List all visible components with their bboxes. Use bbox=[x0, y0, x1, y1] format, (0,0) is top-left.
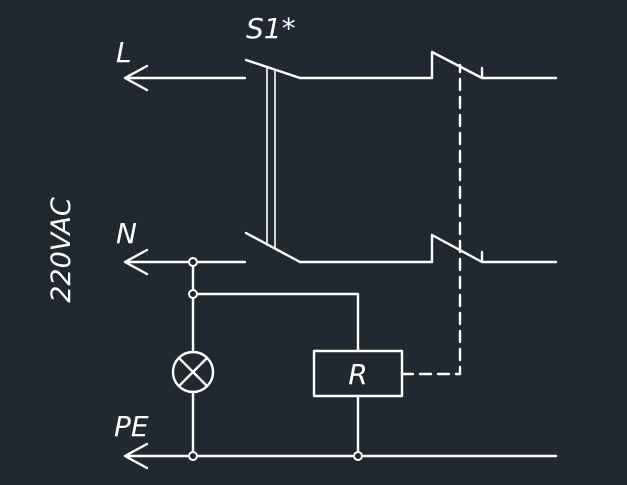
lamp-cross-circle-icon bbox=[171, 350, 215, 394]
relay-coupling-dashed bbox=[400, 63, 462, 376]
switch-s1-linkage bbox=[266, 66, 276, 250]
junction-dot-icon bbox=[188, 289, 198, 299]
line-n-conductor bbox=[123, 231, 558, 276]
arrow-left-icon bbox=[123, 248, 247, 276]
line-l-conductor bbox=[123, 50, 558, 92]
rcd-contact-l bbox=[430, 50, 558, 80]
switch-s1-pole-l-blade bbox=[244, 58, 302, 80]
label-neutral-n: N bbox=[116, 217, 137, 250]
label-switch-s1: S1* bbox=[246, 12, 296, 45]
arrow-left-icon bbox=[123, 64, 247, 92]
switch-s1-pole-n-blade bbox=[244, 231, 302, 264]
rcd-contact-n bbox=[430, 233, 558, 264]
label-relay-r: R bbox=[348, 358, 367, 391]
junction-dot-icon bbox=[353, 451, 363, 461]
label-line-l: L bbox=[116, 36, 132, 69]
label-earth-pe: PE bbox=[114, 410, 149, 443]
junction-dot-icon bbox=[188, 257, 198, 267]
junction-dot-icon bbox=[188, 451, 198, 461]
relay-feed-wire bbox=[191, 292, 360, 353]
label-voltage: 220VAC bbox=[46, 197, 77, 303]
